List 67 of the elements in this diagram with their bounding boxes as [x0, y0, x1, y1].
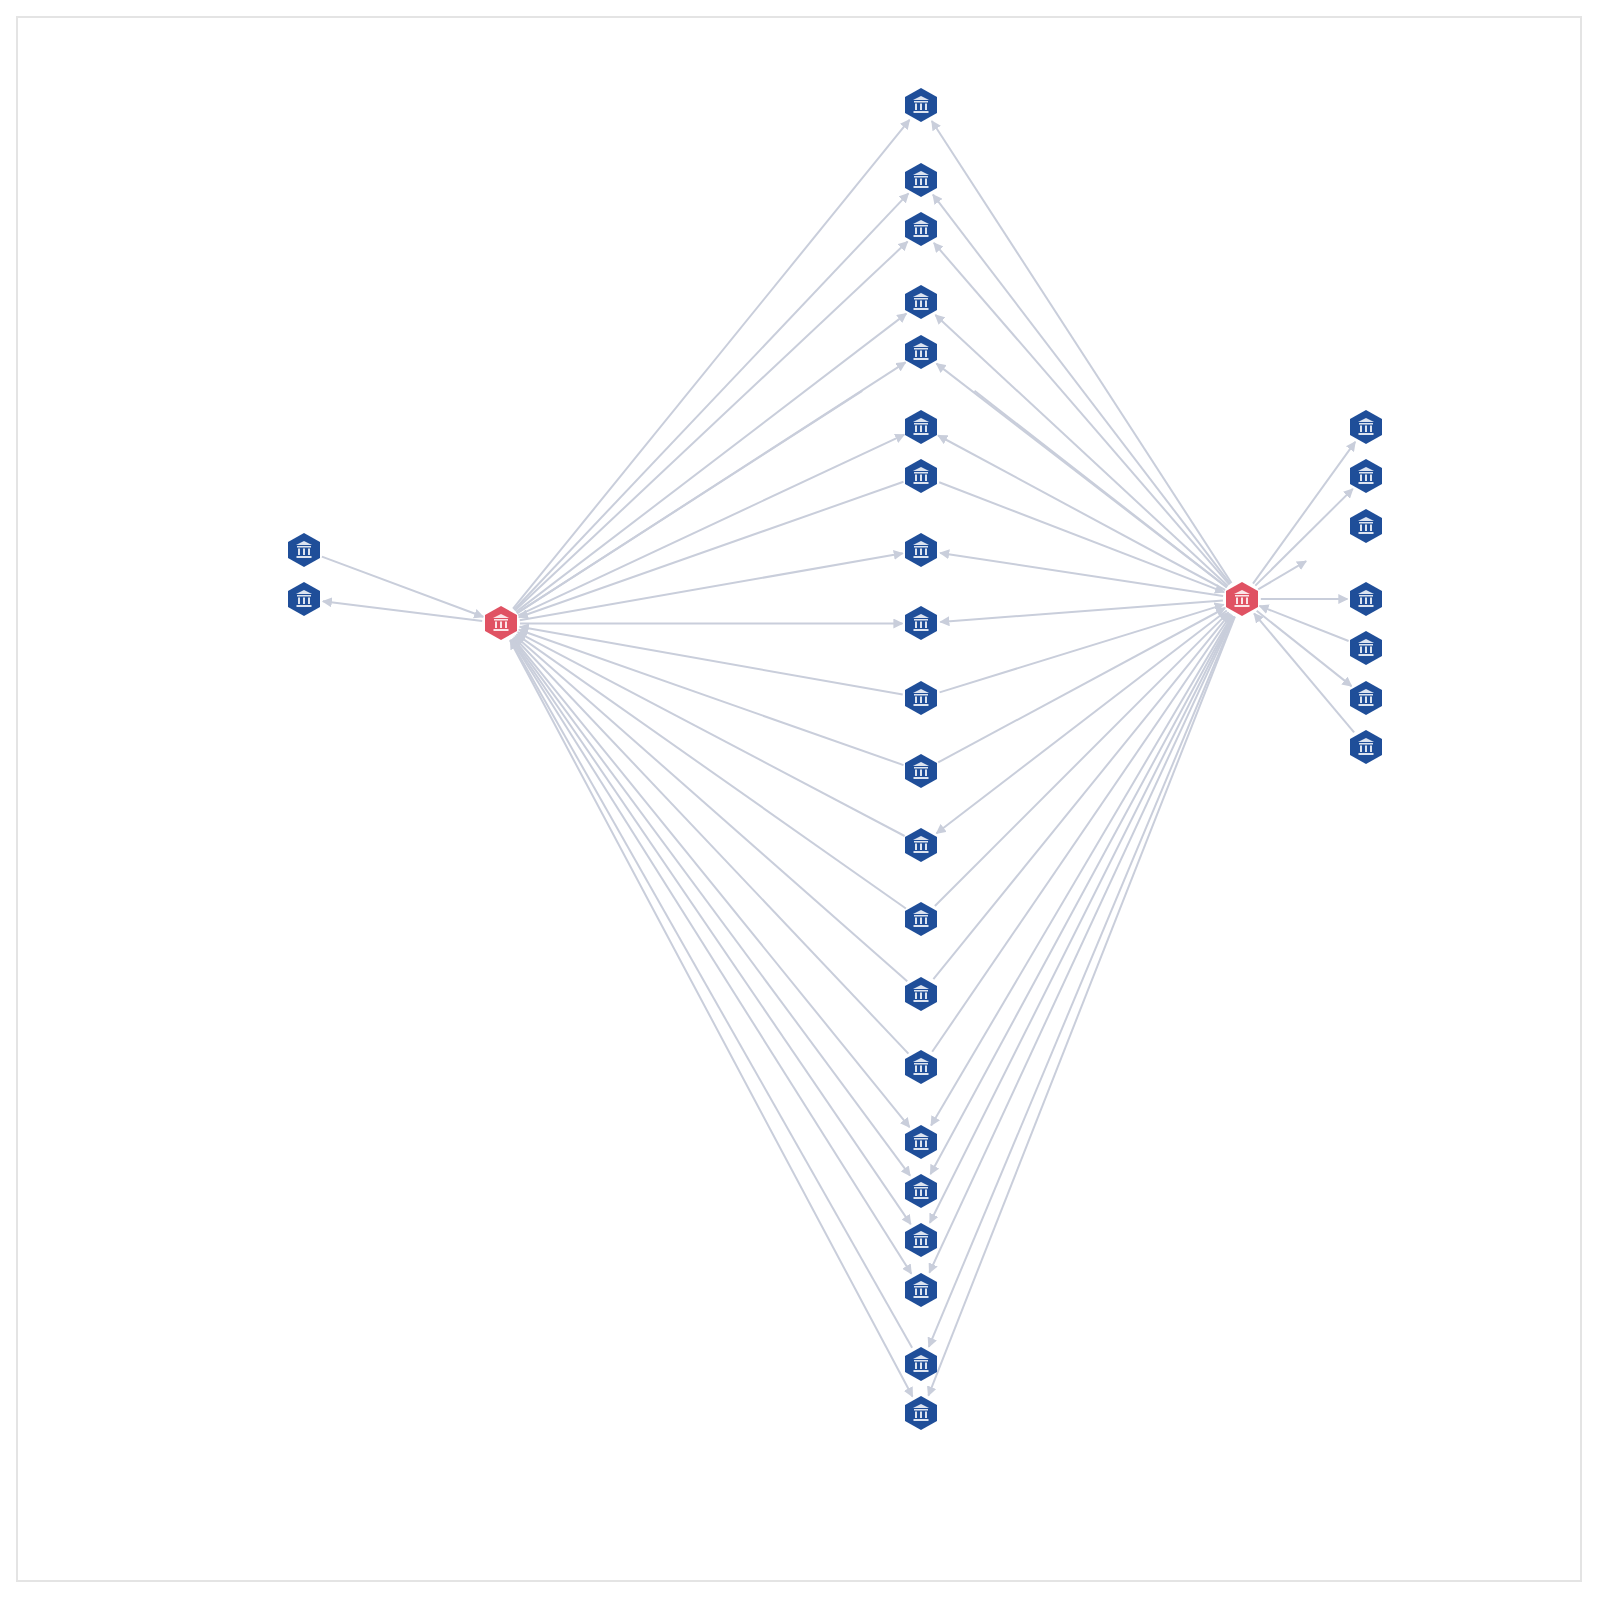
- bank-node: [287, 532, 322, 568]
- bank-node: [904, 1395, 939, 1432]
- arrow: [1259, 594, 1349, 604]
- arrow: [1255, 609, 1353, 688]
- arrow: [321, 597, 484, 623]
- bank-node: [904, 1346, 939, 1383]
- bank-node: [904, 1221, 939, 1258]
- arrow: [517, 433, 906, 617]
- bank-node: [1349, 457, 1384, 494]
- arrow: [1252, 440, 1357, 585]
- bank-node: [904, 901, 939, 938]
- arrow: [1253, 612, 1356, 734]
- bank-node: [904, 408, 939, 445]
- arrow: [1257, 560, 1308, 591]
- arrow: [938, 481, 1226, 594]
- arrow: [935, 609, 1228, 835]
- bank-node: [1349, 580, 1384, 617]
- arrow: [939, 599, 1224, 627]
- arrow: [512, 118, 911, 610]
- bank-node: [1349, 629, 1384, 666]
- arrow: [931, 613, 1233, 1053]
- arrow: [514, 635, 909, 983]
- arrow: [516, 631, 906, 837]
- bank-node: [1349, 728, 1384, 765]
- arrow: [937, 434, 1227, 591]
- arrow: [519, 618, 904, 629]
- arrow: [933, 611, 1230, 907]
- bank-node: [904, 975, 939, 1012]
- connector-line: [973, 389, 1228, 589]
- arrow: [937, 607, 1227, 764]
- bank-node: [904, 605, 939, 642]
- bank-node: [484, 605, 518, 642]
- arrow: [934, 314, 1229, 588]
- bank-node: [904, 1172, 939, 1209]
- bank-node: [904, 679, 939, 716]
- arrow: [518, 549, 904, 622]
- bank-node: [1349, 679, 1384, 716]
- bank-node: [904, 1123, 939, 1160]
- bank-node: [287, 580, 322, 617]
- arrow: [517, 628, 905, 767]
- arrow: [515, 633, 907, 910]
- bank-node: [904, 1271, 939, 1308]
- bank-node: [1349, 408, 1384, 445]
- arrow: [518, 623, 904, 696]
- bank-node: [904, 753, 939, 790]
- bank-node: [904, 87, 939, 124]
- arrow: [517, 480, 905, 619]
- connector-line: [516, 389, 864, 615]
- arrow: [320, 555, 485, 619]
- bank-node: [904, 334, 939, 371]
- bank-node: [1349, 507, 1384, 544]
- bank-node: [904, 161, 939, 198]
- bank-node: [904, 826, 939, 863]
- arrow: [930, 120, 1233, 584]
- arrow: [1258, 604, 1350, 642]
- bank-node: [904, 210, 939, 247]
- arrow: [932, 612, 1231, 981]
- arrow: [513, 636, 910, 1055]
- bank-node: [1224, 580, 1259, 617]
- bank-node: [904, 532, 939, 568]
- bank-node: [904, 1049, 939, 1086]
- arrow: [938, 602, 1225, 694]
- arrow: [515, 312, 908, 613]
- arrow: [939, 549, 1225, 598]
- arrow: [1254, 487, 1354, 587]
- bank-node: [904, 284, 939, 321]
- bank-node: [904, 457, 939, 494]
